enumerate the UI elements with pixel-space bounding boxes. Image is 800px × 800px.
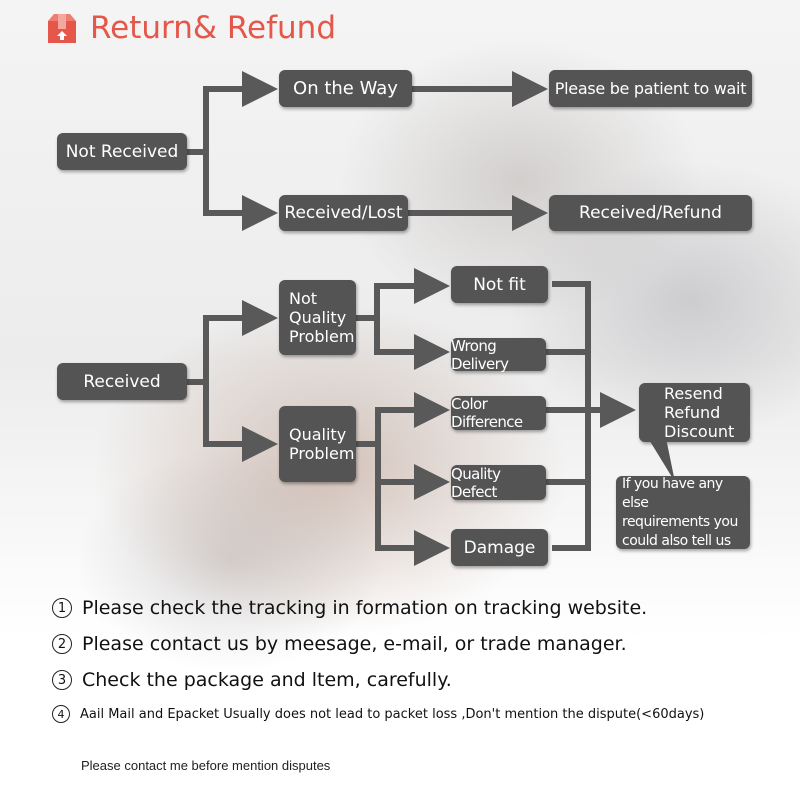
note-number: 3 [52, 670, 72, 690]
quality-problem-box: Quality Problem [279, 406, 356, 482]
note-item-1: 1 Please check the tracking in formation… [52, 590, 704, 626]
notes-list: 1 Please check the tracking in formation… [52, 590, 704, 728]
on-the-way-box: On the Way [279, 70, 412, 107]
resend-refund-discount-label: Resend Refund Discount [664, 384, 735, 441]
not-quality-problem-label: Not Quality Problem [289, 289, 355, 346]
note-number: 1 [52, 598, 72, 618]
page-title: Return& Refund [46, 6, 336, 50]
note-number: 4 [52, 705, 70, 723]
wrong-delivery-box: Wrong Delivery [451, 337, 546, 373]
quality-problem-label: Quality Problem [289, 425, 355, 463]
title-text: Return& Refund [90, 10, 337, 46]
quality-defect-box: Quality Defect [451, 465, 546, 501]
note-item-3: 3 Check the package and ltem, carefully. [52, 662, 704, 698]
note-text: Please contact us by meesage, e-mail, or… [82, 633, 627, 655]
requirements-note-box: If you have any else requirements you co… [616, 476, 750, 549]
callout-pointer [648, 438, 675, 482]
received-box: Received [57, 363, 187, 400]
not-received-box: Not Received [57, 133, 187, 170]
received-lost-box: Received/Lost [279, 195, 408, 231]
resend-refund-discount-box: Resend Refund Discount [639, 383, 750, 442]
received-refund-box: Received/Refund [549, 195, 752, 231]
note-text: Check the package and ltem, carefully. [82, 669, 452, 691]
note-number: 2 [52, 634, 72, 654]
note-item-4: 4 Aail Mail and Epacket Usually does not… [52, 700, 704, 728]
note-text: Please check the tracking in formation o… [82, 597, 648, 619]
please-wait-box: Please be patient to wait [549, 70, 752, 107]
package-box-icon [48, 14, 76, 43]
note-text: Aail Mail and Epacket Usually does not l… [80, 706, 705, 722]
color-difference-box: Color Difference [451, 395, 546, 431]
footer-text: Please contact me before mention dispute… [81, 758, 331, 773]
not-quality-problem-box: Not Quality Problem [279, 280, 356, 355]
not-fit-box: Not fit [451, 266, 548, 303]
note-item-2: 2 Please contact us by meesage, e-mail, … [52, 626, 704, 662]
damage-box: Damage [451, 529, 548, 566]
requirements-note-label: If you have any else requirements you co… [622, 475, 738, 549]
